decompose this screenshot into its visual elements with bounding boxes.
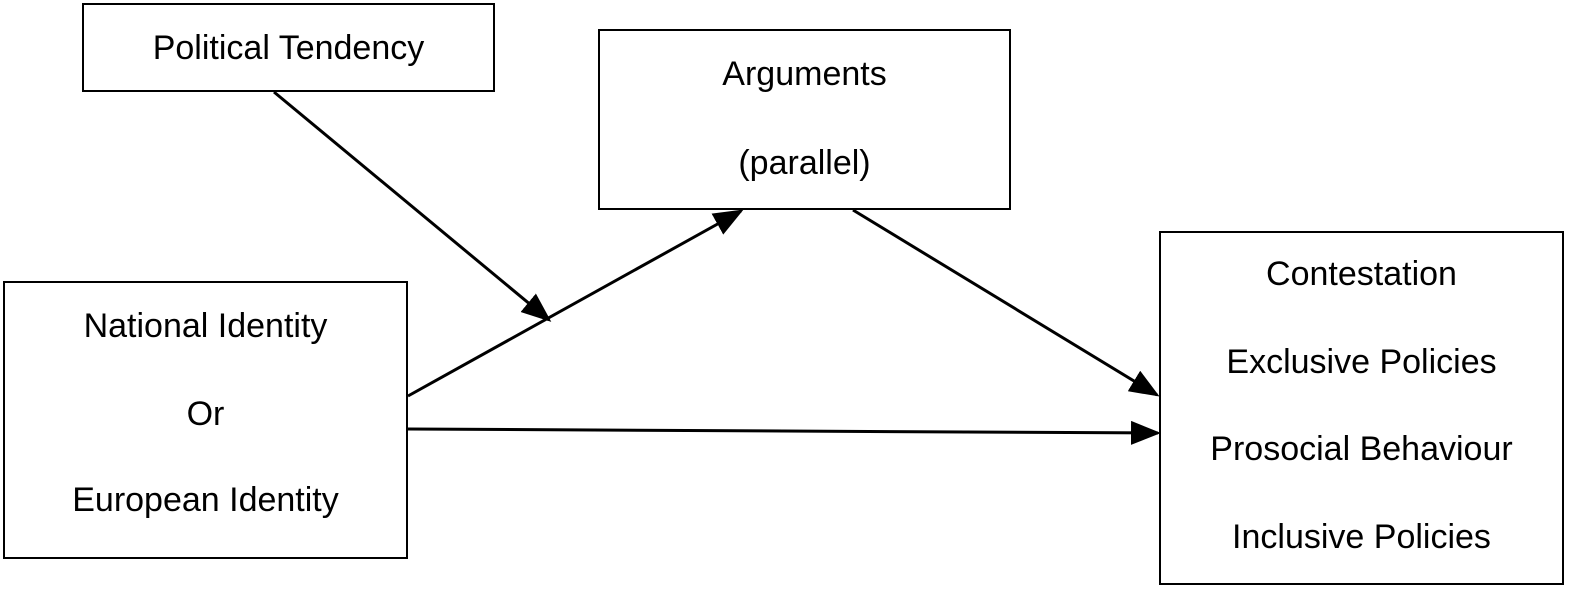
outcome-contestation: Contestation <box>1266 255 1457 293</box>
arguments-sublabel: (parallel) <box>738 144 871 182</box>
political-tendency-label: Political Tendency <box>152 29 425 67</box>
arrow-identity-to-arguments <box>407 209 744 398</box>
outcome-prosocial-behaviour: Prosocial Behaviour <box>1210 430 1513 468</box>
outcome-exclusive-policies: Exclusive Policies <box>1226 343 1497 381</box>
outcomes-box: Contestation Exclusive Policies Prosocia… <box>1159 231 1564 585</box>
identity-box: National Identity Or European Identity <box>3 281 408 559</box>
identity-label-or: Or <box>186 395 225 433</box>
arrow-political-to-path <box>273 90 552 322</box>
identity-label-national: National Identity <box>83 307 328 345</box>
political-tendency-box: Political Tendency <box>82 3 495 92</box>
identity-label-european: European Identity <box>72 481 339 519</box>
arguments-label: Arguments <box>722 55 887 93</box>
outcome-inclusive-policies: Inclusive Policies <box>1232 518 1491 556</box>
arrow-arguments-to-outcomes <box>852 208 1160 397</box>
arrow-identity-to-outcomes <box>407 420 1161 445</box>
arguments-box: Arguments (parallel) <box>598 29 1011 210</box>
